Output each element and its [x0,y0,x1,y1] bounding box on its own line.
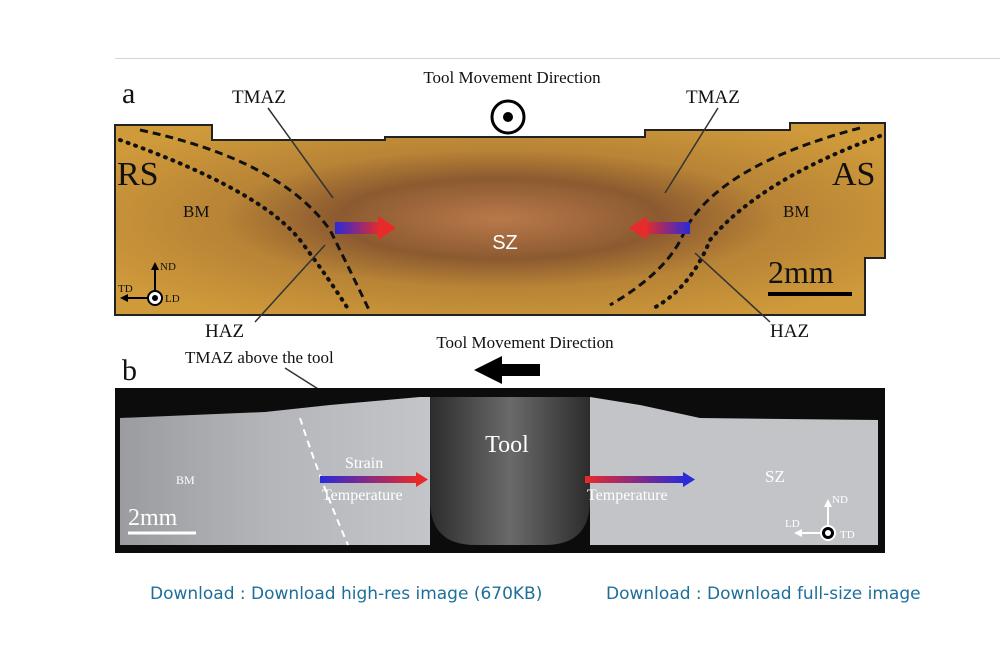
arrow-temperature-right [585,472,695,487]
axis-triad-b: ND LD TD [785,494,855,541]
leader-lines-a [254,107,771,323]
axis-triad-a: ND TD LD [118,261,180,306]
axis-td-label: TD [118,283,133,295]
axis-ld-label-b: LD [785,518,800,530]
download-high-res-link[interactable]: Download : Download high-res image (670K… [150,584,543,604]
haz-label-right: HAZ [770,321,809,342]
specimen-left [120,397,430,545]
tmaz-label-right: TMAZ [686,87,740,108]
out-of-plane-direction-icon [490,99,526,135]
rs-label: RS [117,156,159,193]
tool-direction-label-a: Tool Movement Direction [423,68,601,87]
bm-label-left: BM [183,202,209,221]
scale-label-b: 2mm [128,505,178,531]
tmaz-above-tool-label: TMAZ above the tool [185,348,334,367]
panel-a: a Tool Movement Direction RS AS BM BM SZ… [114,68,886,342]
bm-label-b: BM [176,473,195,487]
tmaz-boundary-left [139,128,372,313]
haz-label-left: HAZ [205,321,244,342]
axis-ld-label: LD [165,293,180,305]
tool-pin [430,397,590,545]
axis-td-label-b: TD [840,529,855,541]
arrow-left-gradient [629,216,690,240]
top-divider [115,58,1000,59]
as-label: AS [832,156,875,193]
sz-label-a: SZ [492,232,518,254]
strain-label: Strain [345,455,383,472]
axis-nd-label: ND [160,261,176,273]
scale-label-a: 2mm [768,254,834,290]
arrow-left-icon [474,356,540,384]
tool-label: Tool [485,432,529,458]
temperature-label-right: Temperature [587,487,668,504]
arrow-strain-temperature-left [320,472,428,487]
specimen-right [590,397,878,545]
axis-nd-label-b: ND [832,494,848,506]
haz-boundary-left [118,138,352,314]
weld-cross-section-a [114,122,886,316]
tmaz-label-left: TMAZ [232,87,286,108]
sz-label-b: SZ [765,467,785,486]
panel-b: b Tool Movement Direction TMAZ above the… [115,333,885,553]
haz-boundary-right [648,134,882,312]
panel-b-letter: b [122,354,137,387]
panel-a-letter: a [122,77,135,110]
download-full-size-link[interactable]: Download : Download full-size image [606,584,921,604]
temperature-label-left: Temperature [322,487,403,504]
bm-label-right: BM [783,202,809,221]
tmaz-boundary-right [609,126,861,307]
tool-direction-label-b: Tool Movement Direction [436,333,614,352]
arrow-right-gradient [335,216,396,240]
